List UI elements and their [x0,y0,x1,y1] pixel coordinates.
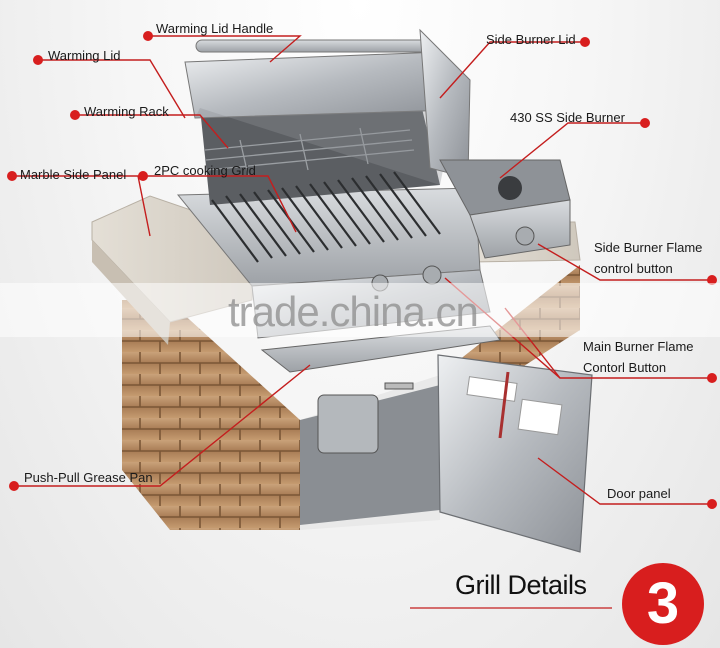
label-side-burner: 430 SS Side Burner [510,110,625,125]
page-title: Grill Details [455,570,587,600]
watermark-text: trade.china.cn [228,288,479,335]
label-warming-rack: Warming Rack [84,104,169,119]
label-grease-pan: Push-Pull Grease Pan [24,470,153,485]
door-panel [437,354,593,553]
side-burner [419,28,571,259]
grease-pan-drawer [260,325,501,525]
callout-dots [7,31,717,509]
step-badge: 3 [622,563,704,645]
label-cooking-grid: 2PC cooking Grid [154,163,256,178]
label-main-burner-flame-2: Contorl Button [583,360,667,375]
label-marble-side-panel: Marble Side Panel [20,167,127,182]
label-warming-lid: Warming Lid [48,48,121,63]
label-warming-lid-handle: Warming Lid Handle [156,21,274,36]
label-door-panel: Door panel [607,486,671,501]
label-side-burner-lid: Side Burner Lid [486,32,576,47]
label-side-burner-flame-1: Side Burner Flame [594,240,703,255]
label-side-burner-flame-2: control button [594,261,673,276]
watermark-band [0,283,720,337]
label-main-burner-flame-1: Main Burner Flame [583,339,694,354]
